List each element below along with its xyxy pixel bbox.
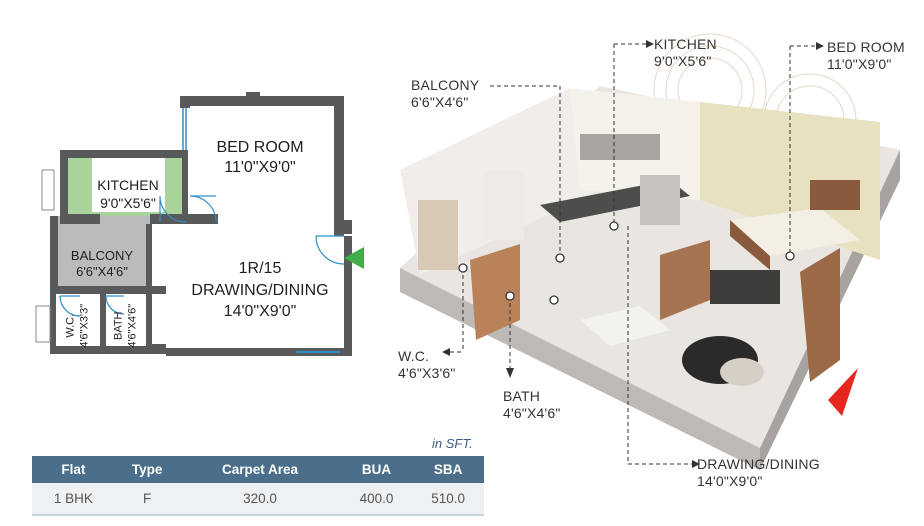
- iso-wc-size: 4'6"X3'6": [398, 364, 456, 381]
- kitchen-partition: [660, 240, 710, 320]
- cell-carpet-area: 320.0: [179, 483, 341, 515]
- iso-bath-label: BATH 4'6"X4'6": [503, 388, 561, 422]
- table-row: 1 BHK F 320.0 400.0 510.0: [32, 483, 484, 515]
- window-frames: [35, 169, 55, 343]
- plan-bedroom-size: 11'0"X9'0": [224, 159, 296, 176]
- plan-balcony-name: BALCONY: [70, 248, 134, 263]
- unit-note: in SFT.: [432, 436, 473, 451]
- bedside-table: [810, 180, 860, 210]
- header-type: Type: [114, 456, 180, 483]
- iso-bath-name: BATH: [503, 388, 541, 404]
- leader-arrows: [442, 40, 824, 468]
- bedroom-door-wall: [800, 248, 840, 382]
- iso-bedroom-label: BED ROOM 11'0"X9'0": [827, 39, 905, 73]
- header-bua: BUA: [340, 456, 413, 483]
- plan-bedroom-name: BED ROOM: [216, 139, 304, 156]
- header-sba: SBA: [412, 456, 484, 483]
- plan-drawing-name: DRAWING/DINING: [191, 281, 329, 299]
- view-marker: [828, 368, 858, 416]
- walls: [50, 92, 352, 356]
- plan-bath-size: 4'6"X4'6": [126, 303, 138, 348]
- dining-table: [580, 306, 670, 346]
- balcony-fill: [58, 216, 150, 286]
- plan-bath-label: BATH 4'6"X4'6": [112, 296, 140, 356]
- entry-marker: [344, 247, 364, 269]
- cell-type: F: [114, 483, 180, 515]
- plan-kitchen-size: 9'0"X5'6": [100, 194, 156, 211]
- iso-drawing-label: DRAWING/DINING 14'0"X9'0": [697, 456, 820, 490]
- plan-kitchen-label: KITCHEN 9'0"X5'6": [88, 177, 168, 212]
- area-table: Flat Type Carpet Area BUA SBA 1 BHK F 32…: [32, 456, 484, 516]
- iso-kitchen-label: KITCHEN 9'0"X5'6": [654, 36, 717, 70]
- header-flat: Flat: [32, 456, 115, 483]
- bath-wall-tile: [418, 200, 458, 270]
- hotspot-dots: [458, 221, 795, 305]
- door-swings: [59, 195, 345, 317]
- plan-wc-label: W.C. 4'6"X3'3": [64, 296, 92, 356]
- plan-kitchen-name: KITCHEN: [97, 177, 159, 193]
- bath-door: [470, 244, 520, 340]
- plan-wc-size: 4'6"X3'3": [78, 303, 90, 348]
- kitchen-cabinets: [580, 134, 660, 160]
- bed: [730, 208, 860, 256]
- iso-drawing-name: DRAWING/DINING: [697, 456, 820, 472]
- iso-balcony-size: 6'6"X4'6": [411, 93, 469, 110]
- cell-flat: 1 BHK: [32, 483, 115, 515]
- iso-kitchen-size: 9'0"X5'6": [654, 52, 712, 69]
- plan-unit-number: 1R/15: [238, 260, 282, 277]
- iso-bedroom-name: BED ROOM: [827, 39, 905, 55]
- leader-lines: [450, 43, 816, 465]
- iso-bedroom-size: 11'0"X9'0": [827, 55, 892, 72]
- kitchen-label-bg: [92, 156, 165, 212]
- bed-frame: [730, 220, 770, 270]
- iso-wc-label: W.C. 4'6"X3'6": [398, 348, 456, 382]
- iso-bath-size: 4'6"X4'6": [503, 404, 561, 421]
- iso-balcony-name: BALCONY: [411, 77, 480, 93]
- plan-drawing-label: 1R/15 DRAWING/DINING 14'0"X9'0": [180, 258, 340, 323]
- wc-wall: [484, 170, 524, 240]
- plan-bedroom-label: BED ROOM 11'0"X9'0": [200, 138, 320, 178]
- iso-balcony-label: BALCONY 6'6"X4'6": [411, 77, 479, 111]
- kitchen-tall-unit: [640, 175, 680, 225]
- header-carpet-area: Carpet Area: [179, 456, 341, 483]
- iso-wc-name: W.C.: [398, 348, 430, 364]
- table-header-row: Flat Type Carpet Area BUA SBA: [32, 456, 484, 483]
- plan-balcony-size: 6'6"X4'6": [76, 264, 128, 280]
- plan-bath-name: BATH: [112, 311, 125, 341]
- cell-sba: 510.0: [412, 483, 484, 515]
- iso-drawing-size: 14'0"X9'0": [697, 472, 763, 489]
- plan-wc-name: W.C.: [64, 313, 77, 338]
- plan-balcony-label: BALCONY 6'6"X4'6": [62, 248, 142, 281]
- isometric-3d-render: [400, 33, 900, 470]
- floor-plan-drawing: [35, 92, 364, 356]
- cell-bua: 400.0: [340, 483, 413, 515]
- floor-plan-2d: BED ROOM 11'0"X9'0" KITCHEN 9'0"X5'6" BA…: [0, 0, 380, 400]
- coffee-table: [720, 358, 764, 386]
- plan-drawing-size: 14'0"X9'0": [223, 303, 297, 321]
- tv-unit: [710, 270, 780, 304]
- iso-kitchen-name: KITCHEN: [654, 36, 717, 52]
